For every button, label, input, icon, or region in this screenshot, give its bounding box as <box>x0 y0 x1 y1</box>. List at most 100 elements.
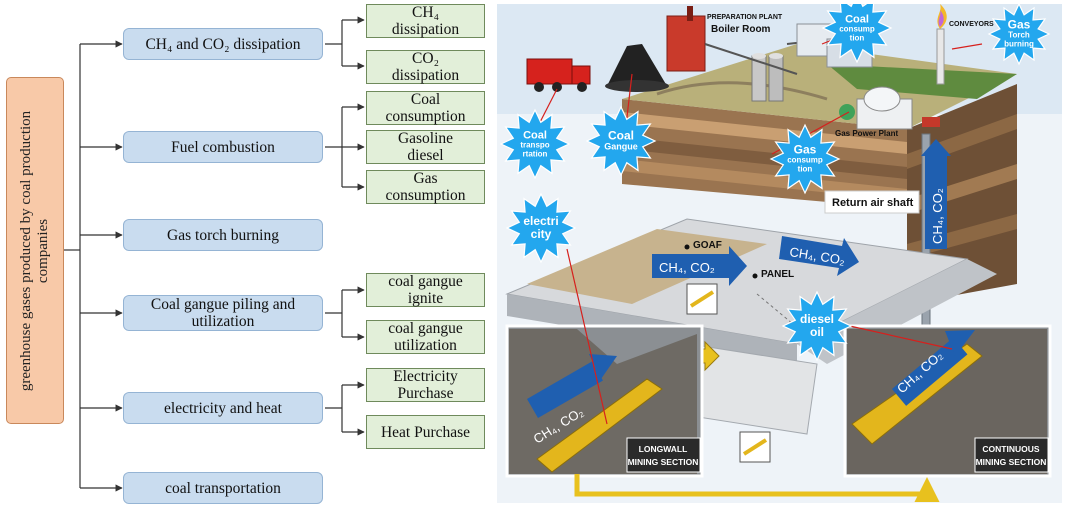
continuous-label-bg <box>974 437 1049 473</box>
gas-power-plant-label: Gas Power Plant <box>835 129 898 138</box>
boiler-room-label: Boiler Room <box>711 24 771 35</box>
leader-line <box>831 321 953 350</box>
item-label: coal gangue utilization <box>388 320 463 354</box>
electricity-burst <box>505 192 577 264</box>
strata-band <box>622 112 907 154</box>
goaf-gas-arrow <box>652 246 747 286</box>
root-label: greenhouse gases produced by coal produc… <box>18 110 51 391</box>
category-fuel-combustion: Fuel combustion <box>123 131 323 163</box>
boiler-room-building <box>666 15 706 72</box>
item-electricity-purchase: Electricity Purchase <box>366 368 485 402</box>
dump-truck-bed <box>526 58 573 85</box>
silo-top <box>769 53 783 59</box>
diesel-oil-burst <box>781 290 853 362</box>
dump-truck-cab <box>571 65 591 85</box>
red-building <box>922 117 940 127</box>
longwall-shearer <box>536 378 663 473</box>
return-air-shaft-label: Return air shaft <box>832 197 914 209</box>
item-ch4-dissipation: CH₄ dissipation <box>366 4 485 38</box>
longwall-gas-arrow <box>526 361 603 419</box>
ground-surface <box>622 44 1017 129</box>
continuous-label-line2: MINING SECTION <box>976 457 1047 467</box>
item-heat-purchase: Heat Purchase <box>366 415 485 449</box>
longwall-label-line1: LONGWALL <box>639 444 688 454</box>
item-label: CO₂ dissipation <box>391 50 460 84</box>
gas-power-plant-dome <box>863 86 901 112</box>
item-coal-gangue-ignite: coal gangue ignite <box>366 273 485 307</box>
flowchart-connectors <box>64 16 365 492</box>
flare-flame <box>938 10 944 27</box>
silo <box>768 55 784 102</box>
item-label: Gasoline diesel <box>397 130 454 164</box>
shearer-thumbnail-machine <box>689 290 715 308</box>
item-label: Electricity Purchase <box>393 368 458 402</box>
item-label: Coal consumption <box>385 91 466 125</box>
category-dissipation: CH₄ and CO₂ dissipation <box>123 28 323 60</box>
panel-pointer <box>752 273 758 279</box>
longwall-label-bg <box>626 437 701 473</box>
category-label: Fuel combustion <box>171 138 275 156</box>
goaf-label: GOAF <box>693 240 722 251</box>
item-coal-gangue-utilization: coal gangue utilization <box>366 320 485 354</box>
category-coal-transportation: coal transportation <box>123 472 323 504</box>
conveyor <box>704 43 798 75</box>
category-electricity-heat: electricity and heat <box>123 392 323 424</box>
gas-tank <box>839 104 855 120</box>
item-gas-consumption: Gas consumption <box>366 170 485 204</box>
category-label: Coal gangue piling and utilization <box>150 296 296 330</box>
goaf-area <box>527 229 767 304</box>
leader-line <box>566 248 608 425</box>
coal-pile <box>607 44 667 86</box>
longwall-label-line2: MINING SECTION <box>628 457 699 467</box>
gas-torch-burst <box>987 4 1051 66</box>
category-gas-torch: Gas torch burning <box>123 219 323 251</box>
category-label: Gas torch burning <box>167 226 279 244</box>
mine-illustration: CH₄, CO₂ Return air shaft GOAF PANEL CH₄… <box>497 4 1062 503</box>
coal-transportation-burst <box>499 108 571 180</box>
item-gasoline-diesel: Gasoline diesel <box>366 130 485 164</box>
item-coal-consumption: Coal consumption <box>366 91 485 125</box>
conveyors-label: CONVEYORS <box>949 21 994 28</box>
coal-pile-base <box>605 80 669 92</box>
return-air-label-bg <box>824 190 920 214</box>
road <box>656 81 828 101</box>
truck-wheel <box>552 82 562 92</box>
category-label: coal transportation <box>165 479 281 497</box>
leader-line <box>951 43 983 50</box>
silo-top <box>752 53 766 59</box>
continuous-gas-arrowhead <box>945 330 975 356</box>
gas-flare-stack <box>936 28 945 85</box>
vertical-gas-arrow <box>925 154 947 249</box>
category-coal-gangue: Coal gangue piling and utilization <box>123 295 323 331</box>
goaf-gas-label: CH₄, CO₂ <box>659 260 715 275</box>
continuous-miner-thumbnail-machine <box>742 438 768 456</box>
item-co2-dissipation: CO₂ dissipation <box>366 50 485 84</box>
item-label: coal gangue ignite <box>388 273 463 307</box>
coal-consumption-burst <box>821 4 893 64</box>
item-label: Heat Purchase <box>380 423 471 441</box>
strata-band <box>622 137 907 179</box>
item-label: Gas consumption <box>385 170 466 204</box>
longwall-gas-arrowhead <box>589 354 617 379</box>
truck-wheel <box>534 82 544 92</box>
gas-consumption-burst <box>769 123 841 195</box>
boiler-room-stack <box>687 6 693 21</box>
vertical-gas-label: CH₄, CO₂ <box>930 188 945 244</box>
goaf-pointer <box>684 244 690 250</box>
panel-divider <box>756 293 818 345</box>
category-label: electricity and heat <box>164 399 282 417</box>
mine-scene: CH₄, CO₂ Return air shaft GOAF PANEL CH₄… <box>497 4 1062 503</box>
preparation-plant-label: PREPARATION PLANT <box>707 14 783 21</box>
panel-gas-arrow <box>779 236 859 276</box>
category-label: CH₄ and CO₂ dissipation <box>145 35 301 53</box>
continuous-label-line1: CONTINUOUS <box>982 444 1039 454</box>
coal-gangue-burst <box>585 105 657 177</box>
truck-wheel <box>577 82 587 92</box>
